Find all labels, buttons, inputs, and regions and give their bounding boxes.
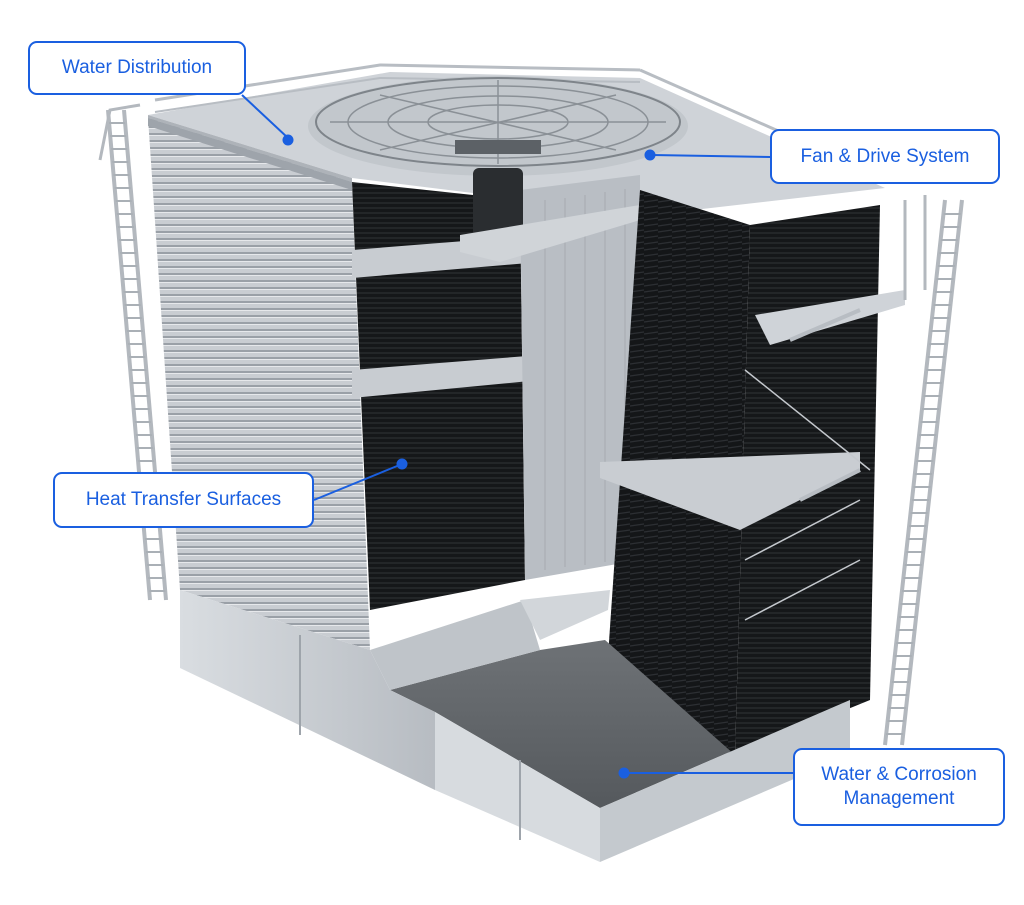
heat-transfer-marker bbox=[396, 458, 408, 470]
water-corrosion-label-line2: Management bbox=[843, 788, 955, 809]
cold-water-basin bbox=[370, 590, 850, 808]
fan-assembly bbox=[308, 76, 688, 262]
right-ladder bbox=[883, 195, 964, 746]
water-corrosion-marker bbox=[618, 767, 630, 779]
heat-transfer-fill-right bbox=[600, 190, 905, 755]
water-distribution-label: Water Distribution bbox=[61, 57, 213, 78]
heat-transfer-fill-left bbox=[352, 182, 540, 610]
water-corrosion-callout: Water & Corrosion Management bbox=[793, 748, 1005, 826]
leader-lines bbox=[241, 94, 793, 779]
heat-transfer-label: Heat Transfer Surfaces bbox=[85, 489, 282, 510]
water-corrosion-label-line1: Water & Corrosion bbox=[821, 764, 977, 785]
water-distribution-marker bbox=[282, 134, 294, 146]
fan-drive-marker bbox=[644, 149, 656, 161]
base-frame bbox=[180, 590, 850, 862]
heat-transfer-callout: Heat Transfer Surfaces bbox=[53, 472, 314, 528]
fan-drive-callout: Fan & Drive System bbox=[770, 129, 1000, 184]
left-louver-wall bbox=[148, 118, 370, 650]
water-distribution-callout: Water Distribution bbox=[28, 41, 246, 95]
fan-drive-label: Fan & Drive System bbox=[800, 145, 970, 167]
